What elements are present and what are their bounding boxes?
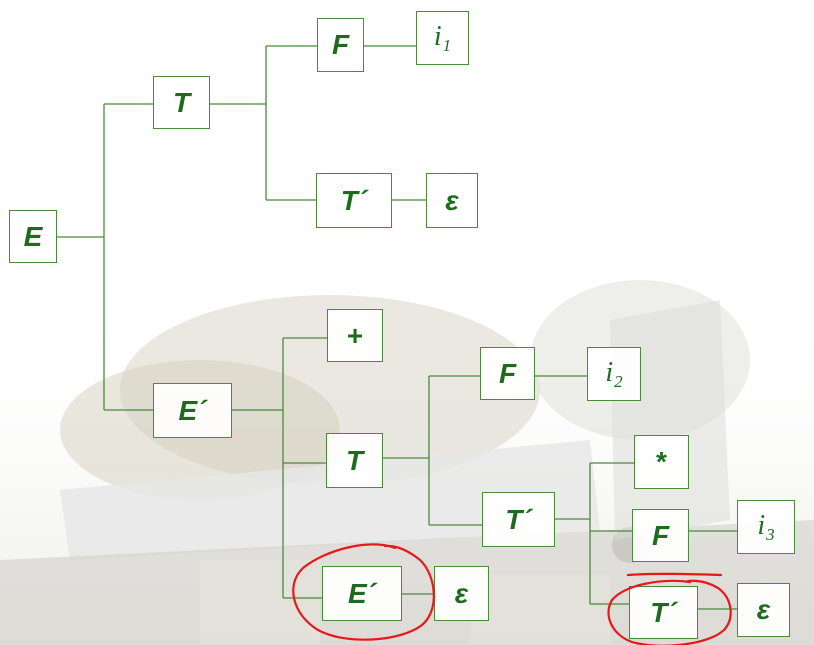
- node-T: T: [153, 76, 210, 129]
- node-plus: +: [327, 309, 383, 362]
- node-label: i3: [757, 509, 775, 544]
- node-E-prime: E´: [322, 566, 402, 621]
- node-E-root: E: [9, 210, 57, 263]
- node-label: F: [331, 29, 350, 60]
- node-star: *: [634, 435, 689, 489]
- node-label: E´: [348, 577, 376, 609]
- node-epsilon: ε: [426, 173, 478, 228]
- node-label: T´: [340, 184, 368, 216]
- node-i2: i2: [587, 347, 641, 401]
- node-label: T´: [650, 596, 677, 628]
- node-T-prime: T´: [629, 586, 698, 639]
- node-F: F: [317, 18, 364, 72]
- node-i3: i3: [737, 500, 795, 554]
- node-epsilon: ε: [737, 583, 790, 637]
- node-F: F: [480, 347, 535, 400]
- node-label: ε: [445, 184, 459, 216]
- node-i1: i1: [416, 11, 469, 65]
- node-label: T: [345, 444, 364, 476]
- node-label: i1: [433, 20, 452, 55]
- node-T-prime: T´: [482, 492, 555, 547]
- node-T: T: [326, 433, 383, 488]
- node-label: E´: [178, 394, 207, 426]
- node-label: T: [172, 86, 191, 118]
- node-label: E: [23, 220, 43, 252]
- node-E-prime: E´: [153, 383, 232, 438]
- node-label: +: [346, 319, 364, 351]
- node-epsilon: ε: [434, 566, 489, 621]
- node-label: i2: [605, 356, 623, 391]
- node-T-prime: T´: [316, 173, 392, 228]
- node-label: ε: [756, 594, 771, 625]
- node-label: F: [498, 357, 517, 389]
- node-F: F: [632, 509, 689, 562]
- node-label: T´: [505, 503, 532, 535]
- node-label: ε: [454, 577, 469, 609]
- node-label: F: [651, 519, 670, 551]
- node-label: *: [656, 446, 667, 477]
